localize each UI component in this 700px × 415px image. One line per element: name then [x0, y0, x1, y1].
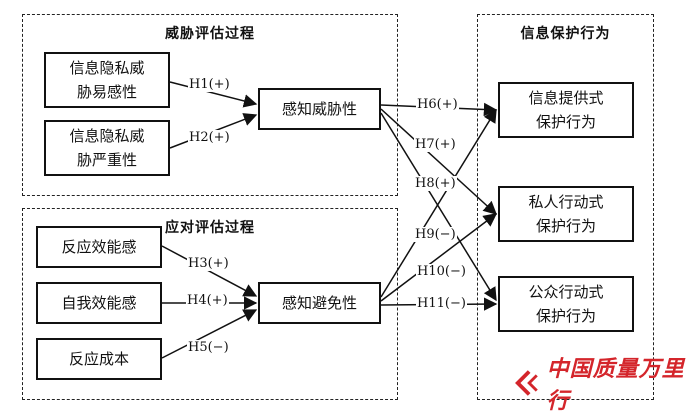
- private-action-behavior-box: 私人行动式保护行为: [498, 186, 634, 242]
- vulnerability-box: 信息隐私威胁易感性: [44, 52, 170, 108]
- hypothesis-h7: H7(+): [414, 137, 457, 152]
- arrow-h9: [380, 108, 497, 298]
- arrow-h1: [169, 81, 258, 108]
- public-action-line-1: 公众行动式: [528, 283, 604, 301]
- public-action-behavior-box: 公众行动式保护行为: [498, 276, 634, 332]
- arrow-h7: [380, 108, 497, 215]
- hypothesis-h1: H1(+): [188, 77, 231, 92]
- hypothesis-h8: H8(+): [414, 176, 457, 191]
- watermark-logo-icon: [515, 370, 538, 396]
- protection-behavior-title: 信息保护行为: [520, 26, 611, 42]
- hypothesis-h5: H5(−): [187, 340, 230, 355]
- perceived-threat-box: 感知威胁性: [258, 88, 381, 130]
- watermark-text: 中国质量万里行: [546, 357, 685, 414]
- outcome-arrows: [380, 102, 498, 311]
- arrow-h8: [380, 112, 497, 302]
- hypothesis-h4: H4(+): [186, 293, 229, 308]
- arrow-h5: [161, 309, 258, 359]
- perceived-threat-label: 感知威胁性: [281, 100, 357, 118]
- private-action-line-2: 保护行为: [535, 217, 596, 235]
- private-action-line-1: 私人行动式: [528, 193, 604, 211]
- info-provision-line-2: 保护行为: [535, 113, 596, 131]
- arrow-h3: [161, 245, 258, 297]
- vulnerability-line-1: 信息隐私威: [69, 59, 145, 77]
- severity-line-1: 信息隐私威: [69, 127, 145, 145]
- threat-appraisal-title: 威胁评估过程: [165, 26, 255, 42]
- protection-behavior-group: 信息保护行为: [477, 14, 654, 400]
- severity-box: 信息隐私威胁严重性: [44, 120, 170, 176]
- response-efficacy-box: 反应效能感: [36, 226, 162, 268]
- hypothesis-h11: H11(−): [416, 296, 467, 311]
- self-efficacy-box: 自我效能感: [36, 282, 162, 324]
- self-efficacy-label: 自我效能感: [61, 294, 137, 312]
- info-provision-line-1: 信息提供式: [528, 89, 604, 107]
- vulnerability-line-2: 胁易感性: [76, 83, 137, 101]
- public-action-line-2: 保护行为: [535, 307, 596, 325]
- info-provision-behavior-box: 信息提供式保护行为: [498, 82, 634, 138]
- hypothesis-h9: H9(−): [414, 227, 457, 242]
- coping-appraisal-title: 应对评估过程: [165, 220, 255, 236]
- severity-line-2: 胁严重性: [76, 151, 137, 169]
- response-cost-box: 反应成本: [36, 338, 162, 380]
- perceived-avoidance-box: 感知避免性: [258, 282, 381, 324]
- perceived-avoidance-label: 感知避免性: [281, 294, 357, 312]
- coping-appraisal-group: 应对评估过程: [22, 208, 398, 400]
- hypothesis-h2: H2(+): [188, 130, 231, 145]
- hypothesis-h3: H3(+): [187, 256, 230, 271]
- watermark: 中国质量万里行: [512, 357, 700, 414]
- response-cost-label: 反应成本: [68, 350, 129, 368]
- response-efficacy-label: 反应效能感: [61, 238, 137, 256]
- hypothesis-h6: H6(+): [416, 97, 459, 112]
- hypothesis-h10: H10(−): [416, 264, 467, 279]
- arrow-h10: [380, 213, 498, 302]
